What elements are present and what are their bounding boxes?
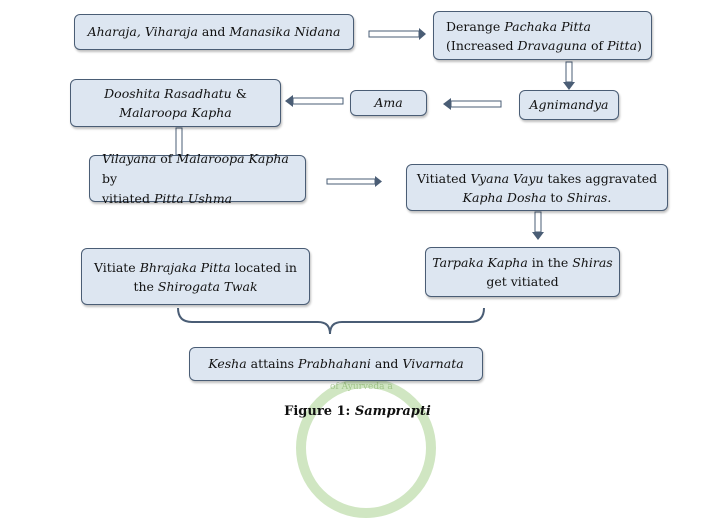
box-text-segment: and	[197, 24, 230, 39]
box-text-segment: Shiras	[572, 255, 613, 270]
box-text: Aharaja, Viharaja and Manasika Nidana	[88, 22, 341, 42]
grouping-brace	[177, 307, 485, 335]
box-rasadhatu: Dooshita Rasadhatu & Malaroopa Kapha	[70, 79, 281, 127]
box-text-line: Kapha Dosha to Shiras.	[417, 188, 657, 207]
box-text-line: get vitiated	[432, 272, 612, 291]
box-text-segment: )	[637, 37, 642, 53]
box-text-line: Vitiate Bhrajaka Pitta located in	[94, 258, 297, 277]
box-text-segment: &	[231, 86, 247, 101]
box-text: Dooshita Rasadhatu & Malaroopa Kapha	[104, 84, 247, 122]
box-text-line: Derange Pachaka Pitta	[446, 17, 642, 36]
box-text-line: vitiated Pitta Ushma	[102, 189, 299, 209]
box-text-segment: Bhrajaka Pitta	[139, 259, 231, 275]
caption-label: Figure 1:	[284, 404, 351, 419]
box-text-segment: Tarpaka Kapha	[432, 255, 528, 270]
box-text-segment: Vyana Vayu	[470, 170, 544, 186]
box-text-segment: located in	[230, 259, 297, 275]
box-text: Ama	[374, 93, 402, 113]
box-text-segment: in the	[527, 255, 573, 270]
box-text-segment: Prabhahani	[298, 356, 371, 371]
caption-title: Samprapti	[354, 404, 431, 419]
box-text-segment: Shirogata Twak	[157, 278, 258, 294]
box-text-segment: Kesha	[208, 356, 247, 371]
arrow-ama-to-rasadhatu	[285, 95, 344, 107]
arrow-pachaka-to-agnimandya	[563, 61, 575, 90]
box-text-segment: Pitta	[607, 37, 638, 53]
box-text-segment: Aharaja, Viharaja	[87, 24, 198, 39]
box-text-segment: to	[546, 189, 567, 205]
box-ama: Ama	[350, 90, 427, 116]
box-text-segment: Vivarnata	[402, 356, 464, 371]
box-text-segment: takes aggravated	[543, 170, 658, 186]
arrow-vyana-to-tarpaka	[532, 211, 544, 240]
box-text: Tarpaka Kapha in the Shiras get vitiated	[432, 253, 612, 291]
box-text-segment: get vitiated	[486, 274, 559, 289]
box-text-segment: Shiras.	[566, 189, 612, 205]
box-text-segment: Dravaguna	[517, 37, 588, 53]
box-text-segment: Vitiate	[94, 259, 140, 275]
box-text: Kesha attains Prabhahani and Vivarnata	[208, 354, 463, 374]
box-kesha: Kesha attains Prabhahani and Vivarnata	[189, 347, 483, 381]
box-text-line: Tarpaka Kapha in the Shiras	[432, 253, 612, 272]
box-text-segment: and	[370, 356, 403, 371]
journal-seal-watermark	[296, 378, 436, 518]
box-text-segment: (Increased	[446, 37, 518, 53]
box-text-line: Malaroopa Kapha	[104, 103, 247, 122]
box-text-segment: attains	[246, 356, 299, 371]
box-text: Derange Pachaka Pitta(Increased Dravagun…	[446, 17, 642, 55]
box-agnimandya: Agnimandya	[519, 90, 619, 120]
arrow-nidana-to-pachaka	[368, 28, 426, 40]
box-tarpaka-kapha: Tarpaka Kapha in the Shiras get vitiated	[425, 247, 620, 297]
seal-text: of Ayurveda a	[330, 382, 393, 392]
box-text-segment: Ama	[374, 95, 403, 110]
box-nidana: Aharaja, Viharaja and Manasika Nidana	[74, 14, 354, 50]
box-text-line: the Shirogata Twak	[94, 277, 297, 296]
box-pachaka-pitta: Derange Pachaka Pitta(Increased Dravagun…	[433, 11, 652, 60]
flow-arrows	[175, 28, 575, 335]
box-text-segment: Malaroopa Kapha	[176, 150, 289, 166]
box-text-segment: Vilayana	[102, 150, 157, 166]
box-text-segment: Manasika Nidana	[229, 24, 341, 39]
box-text-segment: Pachaka Pitta	[504, 18, 591, 34]
box-text-segment: of	[156, 150, 177, 166]
box-text-line: (Increased Dravaguna of Pitta)	[446, 36, 642, 55]
box-text-segment: by	[102, 170, 118, 186]
arrow-agnimandya-to-ama	[443, 98, 502, 110]
box-text-line: Vitiated Vyana Vayu takes aggravated	[417, 169, 657, 188]
box-text-segment: Agnimandya	[529, 97, 609, 112]
box-text-line: Dooshita Rasadhatu &	[104, 84, 247, 103]
box-text-segment: Vitiated	[416, 170, 471, 186]
box-text-segment: the	[133, 278, 158, 294]
box-text-segment: of	[587, 37, 608, 53]
box-text: Agnimandya	[530, 95, 609, 115]
arrow-vilayana-to-vyana	[326, 176, 382, 187]
box-text-segment: Dooshita Rasadhatu	[104, 86, 232, 101]
box-text-segment: Kapha Dosha	[462, 189, 547, 205]
box-text-line: Vilayana of Malaroopa Kapha by	[102, 149, 299, 189]
box-text-segment: Derange	[446, 18, 505, 34]
figure-caption: Figure 1: Samprapti	[0, 404, 715, 419]
box-text-segment: vitiated	[102, 190, 154, 206]
box-text-segment: Pitta Ushma	[153, 190, 233, 206]
box-text-segment: Malaroopa Kapha	[119, 105, 232, 120]
